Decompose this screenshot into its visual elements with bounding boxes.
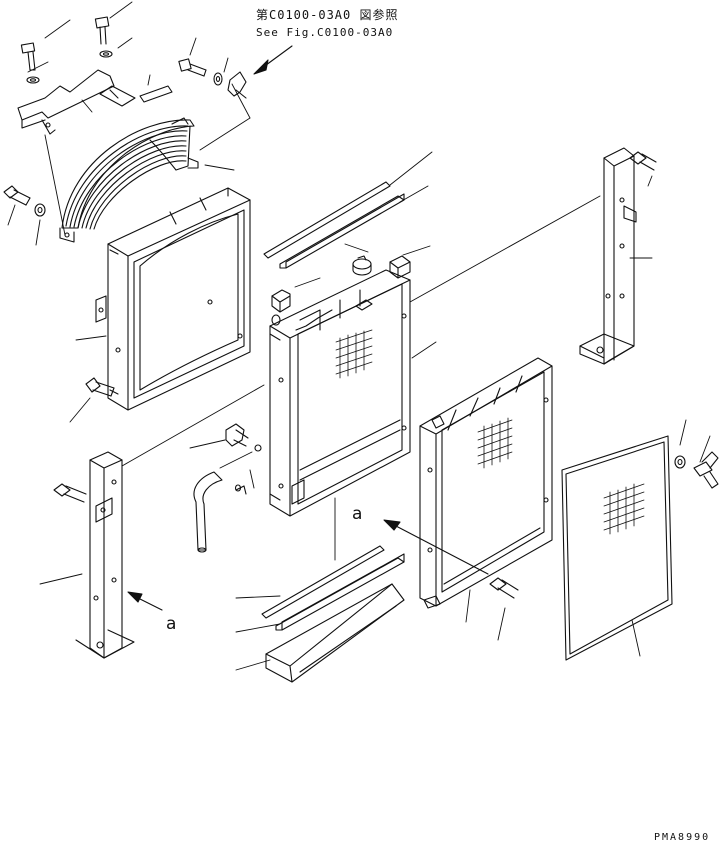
bolt-icon (4, 186, 30, 205)
fan-shroud (96, 188, 250, 410)
bolt-icon (95, 17, 108, 44)
screen (562, 436, 672, 660)
bolt-icon (86, 378, 114, 396)
left-bolts (4, 186, 45, 216)
screen-mesh-hatch (604, 484, 644, 534)
drain-fittings (226, 424, 261, 494)
small-washer (272, 315, 280, 325)
rubber-block (272, 290, 290, 312)
mounting-bracket (18, 70, 114, 134)
washer-icon (27, 77, 39, 83)
right-upright (580, 148, 636, 364)
drain-hose (194, 472, 222, 552)
reference-arrow (254, 46, 292, 74)
cooler-core-hatch (478, 418, 512, 468)
leader-lines (8, 2, 710, 670)
wing-nut-icon (694, 452, 718, 488)
top-bolts (21, 17, 112, 83)
washer-icon (100, 51, 112, 57)
view-arrow (128, 592, 162, 610)
view-label-a: a (166, 614, 177, 634)
left-upright (76, 452, 134, 658)
clip-icon (228, 72, 246, 96)
washer-icon (35, 204, 45, 216)
radiator (270, 270, 410, 516)
bolt-icon (630, 152, 656, 170)
rubber-block (390, 256, 410, 278)
rubber-strips-bottom (262, 546, 404, 682)
fan-guard (60, 118, 198, 242)
small-clips (100, 86, 172, 106)
bolt-icon (490, 578, 518, 598)
radiator-core-hatch (336, 330, 372, 378)
view-arrow (384, 520, 488, 574)
bolt-icon (179, 59, 206, 76)
reference-figure-en: See Fig.C0100-03A0 (256, 26, 394, 39)
washer-icon (675, 456, 685, 468)
cooler-frame (420, 358, 552, 608)
radiator-cap (353, 256, 371, 275)
washer-icon (214, 73, 222, 85)
reference-figure-jp: 第C0100-03A0 図参照 (256, 8, 399, 22)
view-label-a: a (352, 504, 363, 524)
bolt-icon (54, 484, 86, 502)
reference-hardware (179, 59, 246, 98)
bolt-icon (21, 43, 35, 70)
rubber-strips-top (264, 182, 404, 268)
drawing-code: PMA8990 (654, 832, 711, 843)
